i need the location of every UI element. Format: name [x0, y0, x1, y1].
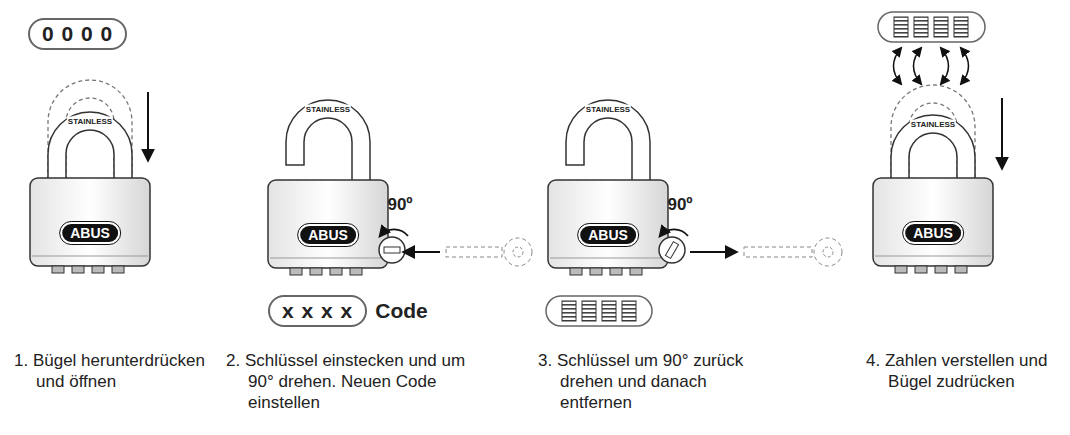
- brand-logo: ABUS: [903, 222, 963, 244]
- drawing-part: [602, 301, 616, 321]
- shackle-print: STAINLESS: [910, 120, 956, 129]
- step-caption: 4. Zahlen verstellen und Bügel zudrücken: [866, 350, 1070, 392]
- drawing-part: [48, 80, 132, 180]
- drawing-part: [873, 178, 993, 273]
- drawing-part: [566, 100, 650, 182]
- drawing-part: [504, 238, 532, 266]
- step1-lock: [30, 80, 150, 273]
- drawing-part: [548, 180, 668, 275]
- angle-label: 90º: [387, 195, 412, 215]
- drawing-part: [934, 17, 948, 37]
- code-box: x x x x Code: [268, 295, 428, 327]
- drawing-part: [546, 296, 652, 326]
- code-label: Code: [375, 299, 428, 323]
- drawing-part: [404, 251, 440, 253]
- drawing-part: [268, 180, 388, 275]
- shackle-print: STAINLESS: [67, 117, 113, 126]
- drawing-part: [446, 247, 502, 257]
- drawing-part: [891, 85, 975, 180]
- drawing-part: [894, 48, 902, 84]
- drawing-part: [562, 301, 576, 321]
- drawing-part: [744, 247, 812, 257]
- drawing-part: [147, 92, 149, 160]
- step2-lock: [268, 100, 532, 275]
- drawing-part: [954, 17, 968, 37]
- drawing-part: [1001, 98, 1003, 168]
- drawing-part: [513, 247, 523, 257]
- drawing-part: [380, 229, 408, 236]
- drawing-part: [961, 48, 969, 84]
- drawing-part: [384, 247, 400, 253]
- step-caption: 2. Schlüssel einstecken und um 90° drehe…: [226, 350, 476, 413]
- brand-logo: ABUS: [578, 224, 638, 246]
- drawing-part: [30, 178, 150, 273]
- drawing-part: [878, 12, 985, 42]
- step-caption: 3. Schlüssel um 90° zurück drehen und da…: [538, 350, 756, 413]
- code-digits: 0 0 0 0: [28, 18, 127, 50]
- step-caption: 1. Bügel herunterdrücken und öffnen: [14, 350, 214, 392]
- drawing-part: [582, 301, 596, 321]
- drawing-part: [823, 247, 833, 257]
- drawing-part: [286, 100, 370, 182]
- drawing-part: [690, 251, 736, 253]
- brand-logo: ABUS: [60, 222, 120, 244]
- shackle-print: STAINLESS: [305, 105, 351, 114]
- drawing-part: [48, 112, 132, 180]
- drawing-part: [891, 115, 975, 180]
- drawing-part: [379, 237, 405, 263]
- drawing-part: [814, 238, 842, 266]
- drawing-part: [660, 229, 688, 236]
- drawing-part: [894, 17, 908, 37]
- drawing-part: [914, 48, 922, 84]
- step4-lock: [873, 12, 1002, 273]
- drawing-part: [622, 301, 636, 321]
- code-digits: x x x x: [268, 295, 367, 327]
- drawing-part: [665, 242, 678, 259]
- drawing-part: [914, 17, 928, 37]
- shackle-print: STAINLESS: [585, 105, 631, 114]
- code-box: 0 0 0 0: [28, 18, 127, 50]
- brand-logo: ABUS: [298, 224, 358, 246]
- step3-lock: [546, 100, 842, 326]
- angle-label: 90º: [667, 195, 692, 215]
- drawing-part: [941, 48, 949, 84]
- drawing-part: [659, 237, 685, 263]
